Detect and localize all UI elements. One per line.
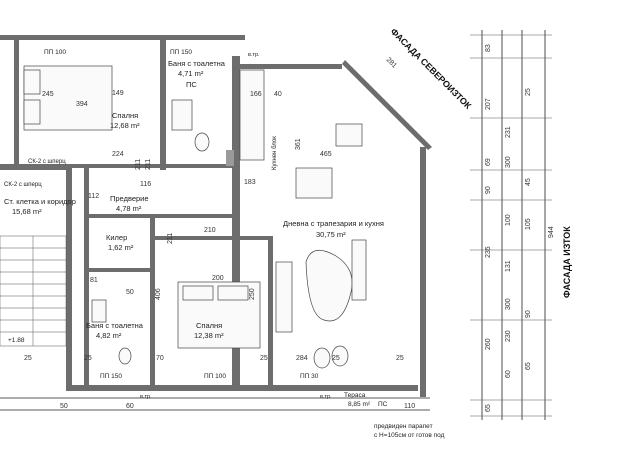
facade-northeast-label: ФАСАДА СЕВЕРОИЗТОК — [389, 26, 474, 111]
dim-misc-3: 200 — [212, 275, 224, 282]
dim-right-c3-0: 25 — [525, 88, 532, 96]
top-dimension-labels: 166 40 245 394 149 224 465 361 183 — [42, 90, 332, 186]
dim-bottom-5: 284 — [296, 355, 308, 362]
sk-top-label: СК-2 с шперц — [28, 159, 66, 165]
dim-bottom-3: 60 — [126, 403, 134, 410]
dim-bottom-2: 70 — [156, 355, 164, 362]
staircase — [0, 235, 67, 347]
dim-right-c2-1: 300 — [505, 156, 512, 168]
room-bath-top-code: ПС — [186, 80, 197, 89]
dim-right-c1-2: 69 — [485, 158, 492, 166]
room-bedroom-bottom-area: 12,38 m² — [194, 331, 224, 340]
room-hall-area: 4,78 m² — [116, 204, 142, 213]
dim-right-total: 944 — [548, 226, 555, 238]
room-labels: Баня с тоалетна 4,71 m² ПС Спалня 12,68 … — [4, 59, 388, 408]
dim-right-c1-4: 235 — [485, 246, 492, 258]
room-hall-name: Предверие — [110, 194, 149, 203]
room-bath-top-name: Баня с тоалетна — [168, 59, 226, 68]
dim-right-c1-3: 90 — [485, 186, 492, 194]
dim-right-c2-4: 300 — [505, 298, 512, 310]
misc-dimension-labels: 211 211 406 200 116 210 250 211 112 81 5… — [88, 56, 398, 300]
room-bedroom-top-name: Спалня — [112, 111, 138, 120]
dim-bottom-4: 25 — [260, 355, 268, 362]
kitchen-label: Кухнен блок — [272, 136, 278, 170]
room-terrace-area: 8,85 m² — [348, 401, 371, 408]
window-pp150-bottom: ПП 150 — [100, 373, 122, 380]
dim-misc-11: 281 — [385, 56, 398, 69]
dim-bottom-0: 25 — [84, 355, 92, 362]
dim-misc-6: 250 — [249, 288, 256, 300]
dim-right-c2-2: 100 — [505, 214, 512, 226]
room-storage-area: 1,62 m² — [108, 243, 134, 252]
room-terrace-code: ПС — [378, 401, 388, 408]
dim-bottom-7: 25 — [396, 355, 404, 362]
dim-misc-8: 112 — [88, 193, 99, 200]
facade-east-label: ФАСАДА ИЗТОК — [562, 226, 572, 298]
dim-top-1: 40 — [274, 91, 282, 98]
window-pp30-bottom: ПП 30 — [300, 373, 319, 380]
dim-right-c1-0: 83 — [485, 44, 492, 52]
dim-top-6: 465 — [320, 151, 332, 158]
dim-misc-10: 50 — [126, 289, 134, 296]
dim-misc-4: 116 — [140, 181, 151, 188]
dim-top-4: 149 — [112, 90, 124, 97]
room-living-area: 30,75 m² — [316, 230, 346, 239]
dim-right-c3-1: 45 — [525, 178, 532, 186]
dim-top-2: 245 — [42, 91, 54, 98]
dim-right-c3-3: 90 — [525, 310, 532, 318]
dim-misc-1: 211 — [167, 233, 174, 244]
dim-bottom-8: 110 — [404, 403, 415, 410]
bottom-dimension-labels: 25 50 70 60 25 284 25 25 110 25 — [24, 355, 415, 410]
vent-label-2: в.тр. — [140, 394, 152, 400]
dim-right-c2-6: 60 — [505, 370, 512, 378]
room-bedroom-bottom-name: Спалня — [196, 321, 222, 330]
dim-bottom-6: 25 — [332, 355, 340, 362]
dim-misc-7: 211 — [135, 159, 142, 170]
dim-misc-0: 211 — [145, 159, 152, 170]
dim-bottom-1: 50 — [60, 403, 68, 410]
parapet-note-1: предвиден парапет — [374, 423, 433, 430]
room-stair-name: Ст. клетка и коридор — [4, 197, 76, 206]
dim-right-c2-5: 230 — [505, 330, 512, 342]
dim-right-c3-4: 65 — [525, 362, 532, 370]
dim-misc-9: 81 — [90, 277, 98, 284]
dim-right-c1-6: 65 — [485, 404, 492, 412]
window-pp100-bottom: ПП 100 — [204, 373, 226, 380]
dim-right-c1-1: 207 — [485, 98, 492, 110]
dim-right-c1-5: 260 — [485, 338, 492, 350]
room-living-name: Дневна с трапезария и кухня — [283, 219, 384, 228]
vent-label-3: в.тр. — [320, 394, 332, 400]
furniture — [23, 65, 367, 369]
room-bath-bottom-area: 4,82 m² — [96, 331, 122, 340]
dim-right-c3-2: 105 — [525, 218, 532, 230]
room-bath-bottom-name: Баня с тоалетна — [86, 321, 144, 330]
bottom-dimension-lines — [0, 397, 430, 411]
room-stair-area: 15,68 m² — [12, 207, 42, 216]
right-dimension-labels: 83 207 69 90 235 260 65 231 300 100 131 … — [485, 44, 555, 412]
room-storage-name: Килер — [106, 233, 127, 242]
dim-right-c2-3: 131 — [505, 260, 512, 272]
window-pp100-top: ПП 100 — [44, 49, 66, 56]
window-pp150-top: ПП 150 — [170, 49, 192, 56]
dim-top-5: 224 — [112, 151, 124, 158]
dim-bottom-9: 25 — [24, 355, 32, 362]
level-label: +1.88 — [8, 337, 25, 344]
dim-top-0: 166 — [250, 91, 262, 98]
dim-top-3: 394 — [76, 101, 88, 108]
dim-top-8: 183 — [244, 179, 256, 186]
walls — [0, 35, 432, 397]
dim-right-c2-0: 231 — [505, 126, 512, 138]
vent-label-1: в.тр. — [248, 52, 260, 58]
room-terrace-name: Тераса — [344, 392, 366, 399]
dim-top-7: 361 — [295, 138, 302, 150]
sk-mid-label: СК-2 с шперц — [4, 182, 42, 188]
dim-misc-2: 406 — [155, 288, 162, 300]
right-dimension-lines — [470, 30, 552, 420]
room-bath-top-area: 4,71 m² — [178, 69, 204, 78]
parapet-note-2: с Н=105см от готов под — [374, 432, 445, 439]
dim-misc-5: 210 — [204, 227, 216, 234]
room-bedroom-top-area: 12,68 m² — [110, 121, 140, 130]
